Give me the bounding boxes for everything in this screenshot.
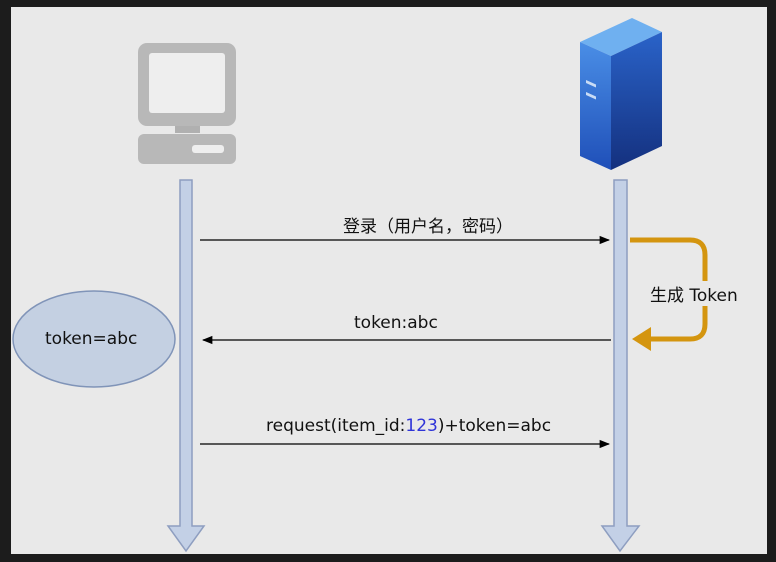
token-storage-ellipse (12, 290, 176, 388)
computer-icon (138, 43, 236, 164)
request-suffix: )+token=abc (437, 416, 552, 436)
server-icon (580, 18, 662, 170)
request-message-label: request(item_id:123)+token=abc (266, 416, 551, 436)
item-id-number: 123 (405, 416, 438, 436)
token-storage-label: token=abc (45, 329, 138, 349)
generate-token-label: 生成 Token (648, 281, 740, 306)
login-message-label: 登录（用户名，密码） (343, 217, 513, 237)
token-response-label: token:abc (354, 313, 438, 333)
client-lifeline (166, 179, 206, 553)
server-lifeline (600, 179, 641, 553)
request-prefix: request(item_id: (266, 416, 406, 436)
